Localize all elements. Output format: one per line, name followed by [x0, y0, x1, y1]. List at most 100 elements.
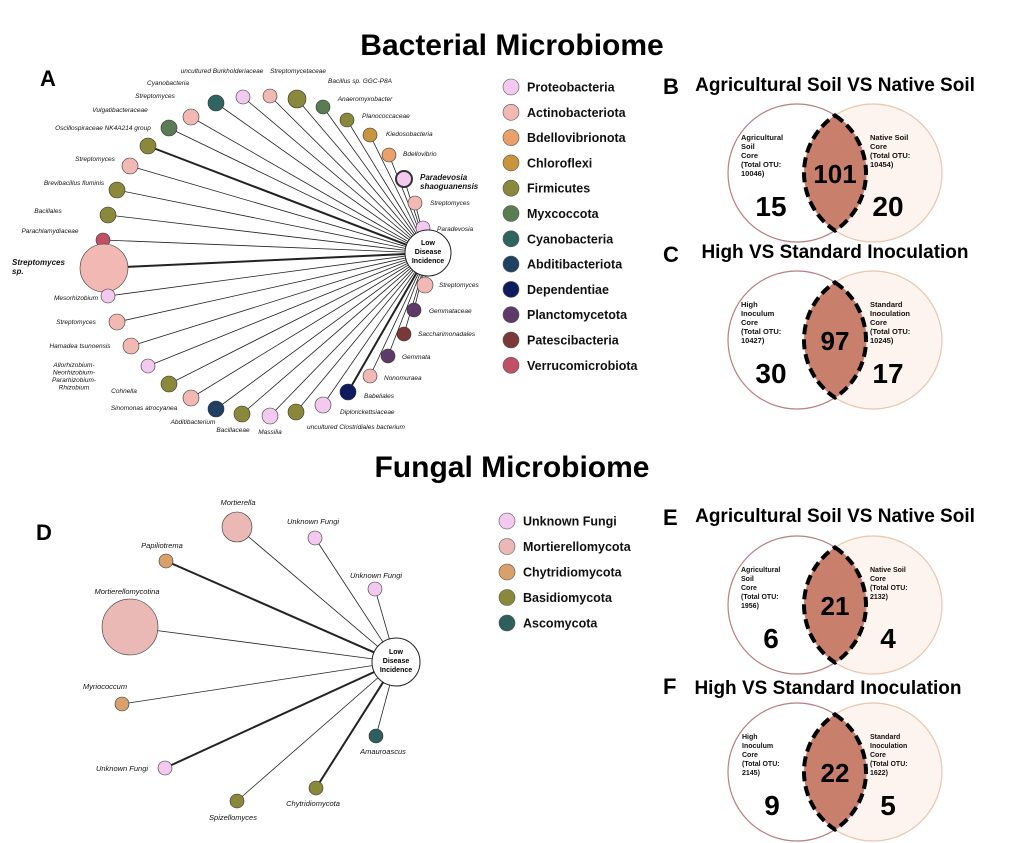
taxon-label: Chytridiomycota [286, 799, 340, 808]
venn-left-label: Core [741, 318, 758, 327]
legend-swatch [502, 179, 520, 197]
venn-left-count: 30 [755, 358, 786, 389]
edge [129, 626, 397, 663]
legend-label: Chloroflexi [527, 156, 592, 170]
edge [147, 252, 429, 367]
taxon-node [158, 553, 174, 569]
venn-right-label: Core [870, 576, 886, 583]
taxon-node [207, 400, 225, 418]
panel-letter-b: B [663, 74, 679, 99]
taxon-node [182, 108, 200, 126]
taxon-node [99, 206, 117, 224]
venn-panel-b: Agricultural Soil VS Native SoilAgricult… [695, 75, 975, 243]
taxon-node [108, 313, 126, 331]
taxon-label: Nonomuraea [384, 375, 422, 382]
venn-shared-count: 21 [821, 591, 850, 621]
venn-right-label: (Total OTU: [870, 151, 910, 160]
edge [129, 165, 429, 254]
taxon-label: Mortierella [220, 498, 255, 507]
legend-swatch [502, 129, 520, 146]
venn-right-label: 2132) [870, 594, 888, 601]
venn-left-count: 15 [755, 191, 786, 222]
taxon-node [121, 157, 139, 175]
legend-swatch [498, 589, 516, 606]
venn-shared-count: 22 [821, 758, 850, 788]
venn-left-label: 10046) [741, 169, 765, 178]
taxon-label: Bacillus sp. GGC-P8A [328, 78, 392, 85]
taxon-node [307, 530, 323, 546]
edge [314, 537, 397, 663]
venn-right-label: Inoculation [870, 743, 907, 750]
legend-label: Dependentiae [527, 283, 609, 297]
legend-label: Firmicutes [527, 182, 590, 196]
panel-letter-a: A [40, 66, 56, 91]
taxon-label: Massilia [258, 429, 282, 436]
legend-label: Mortierellomycota [523, 540, 632, 554]
taxon-node [100, 288, 116, 304]
edge [295, 252, 429, 413]
taxon-label: Streptomyces [135, 93, 175, 100]
venn-right-label: Core [870, 752, 886, 759]
legend-label: Myxcoccota [527, 207, 600, 221]
panel-letter-d: D [36, 520, 52, 545]
taxon-node [139, 137, 157, 155]
taxon-label: Cyanobacteria [147, 80, 189, 87]
edge [215, 102, 429, 254]
taxon-label: Paradevosia [437, 226, 474, 233]
edge [236, 661, 397, 802]
venn-shared-count: 97 [821, 326, 850, 356]
venn-title: High VS Standard Inoculation [701, 242, 968, 263]
taxon-label: Unknown Fungi [350, 571, 402, 580]
taxon-node [79, 243, 129, 293]
taxon-node [362, 368, 378, 384]
legend-label: Bdellovibrionota [527, 131, 627, 145]
venn-left-label: 1956) [741, 603, 759, 610]
taxon-label: uncultured Clostridiales bacterium [307, 424, 405, 431]
edge [242, 96, 429, 254]
legend-swatch [498, 563, 516, 581]
edge [103, 252, 429, 269]
venn-right-label: Standard [870, 300, 903, 309]
taxon-node [108, 181, 126, 199]
edge [236, 526, 397, 663]
taxon-label: Parachlamydiaceae [21, 228, 78, 235]
venn-right-label: (Total OTU: [870, 327, 910, 336]
legend-swatch [502, 356, 520, 374]
edge [269, 95, 429, 254]
venn-right-label: Core [870, 318, 887, 327]
taxon-node [233, 405, 251, 423]
venn-overlap [802, 545, 868, 665]
taxon-label: Spizellomyces [209, 813, 257, 822]
taxon-label: Diplorickettsiaceae [340, 409, 395, 416]
edge [168, 252, 429, 385]
taxon-node [314, 396, 332, 414]
edge [315, 661, 397, 789]
venn-left-label: Inoculum [741, 309, 775, 318]
edge [102, 239, 429, 254]
legend-label: Actinobacteriota [527, 106, 627, 120]
legend-swatch [498, 538, 516, 555]
legend-label: Unknown Fungi [523, 515, 617, 529]
taxon-label: Mortierellomycotina [94, 587, 159, 596]
venn-left-label: (Total OTU: [741, 160, 781, 169]
taxon-label: Bacillaceae [216, 427, 250, 434]
legend-label: Planctomycetota [527, 308, 628, 322]
taxon-label: Streptomyces [439, 282, 479, 289]
venn-right-label: Native Soil [870, 567, 906, 574]
taxon-node [396, 326, 412, 342]
venn-left-label: (Total OTU: [741, 327, 781, 336]
taxon-node [261, 407, 279, 425]
venn-right-label: (Total OTU: [870, 761, 908, 768]
venn-left-label: High [742, 734, 758, 741]
taxon-node [221, 511, 253, 543]
bacterial-title: Bacterial Microbiome [360, 29, 663, 62]
legend-label: Abditibacteriota [527, 258, 623, 272]
taxon-label: Anaeromyxobacter [337, 96, 393, 103]
taxon-node [207, 94, 225, 112]
venn-right-label: 1622) [870, 770, 888, 777]
taxon-node [287, 403, 305, 421]
venn-panel-f: High VS Standard InoculationHighInoculum… [694, 678, 962, 842]
taxon-label: Streptomyces [75, 156, 115, 163]
venn-title: Agricultural Soil VS Native Soil [695, 506, 975, 527]
